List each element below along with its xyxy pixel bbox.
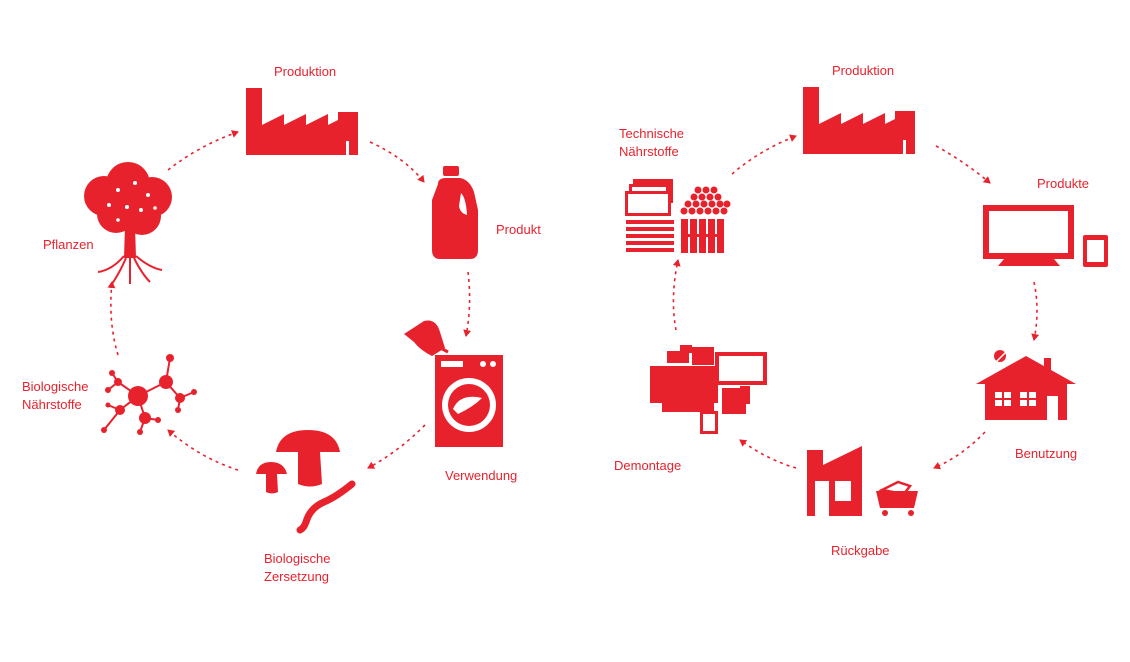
biological-cycle-arrows: [107, 130, 472, 471]
factory-icon: [803, 87, 915, 154]
arrow-produkt-to-verwendung: [463, 271, 472, 337]
arrow-pflanzen-to-produktion: [167, 130, 239, 171]
arrow-zersetzung-to-naehrstoffe: [167, 429, 239, 471]
label-produkt: Produkt: [496, 222, 541, 237]
factory-icon: [246, 88, 358, 155]
molecule-icon: [101, 354, 197, 435]
arrow-produkte-to-benutzung: [1031, 281, 1040, 341]
label-bio-naehrstoffe-line2: Nährstoffe: [22, 397, 82, 412]
label-tech-naehrstoffe-line1: Technische: [619, 126, 685, 141]
label-verwendung: Verwendung: [445, 468, 518, 483]
detergent-bottle-icon: [432, 166, 478, 259]
label-bio-naehrstoffe-line1: Biologische: [22, 379, 89, 394]
factory-cart-icon: [807, 446, 918, 516]
label-tech-naehrstoffe-line2: Nährstoffe: [619, 144, 679, 159]
arrow-naehrstoffe-to-pflanzen: [107, 281, 119, 356]
screens-pile-icon: [650, 345, 767, 434]
label-demontage: Demontage: [614, 458, 682, 473]
arrow-produktion-to-produkt: [369, 141, 425, 183]
arrow-verwendung-to-zersetzung: [367, 424, 426, 469]
arrow-produktion-to-produkte: [935, 145, 991, 184]
materials-icon: [625, 179, 731, 253]
label-biologische-zersetzung: Biologische Zersetzung: [264, 550, 331, 586]
arrow-benutzung-to-rueckgabe: [933, 431, 986, 470]
label-benutzung: Benutzung: [1015, 446, 1078, 461]
label-pflanzen: Pflanzen: [43, 237, 94, 252]
label-technische-naehrstoffe: Technische Nährstoffe: [619, 125, 684, 161]
washing-machine-icon: [404, 320, 503, 447]
label-zersetzung-line1: Biologische: [264, 551, 331, 566]
label-produktion-tech: Produktion: [832, 63, 895, 78]
arrow-rueckgabe-to-demontage: [739, 439, 797, 469]
technical-cycle-arrows: [672, 134, 1040, 470]
label-biologische-naehrstoffe: Biologische Nährstoffe: [22, 378, 89, 414]
label-zersetzung-line2: Zersetzung: [264, 569, 330, 584]
label-rueckgabe: Rückgabe: [831, 543, 890, 558]
mushrooms-worm-icon: [256, 430, 356, 534]
arrow-demontage-to-naehrstoffe: [672, 259, 681, 331]
tv-tablet-icon: [983, 205, 1108, 267]
tree-icon: [84, 162, 172, 285]
label-produkte: Produkte: [1037, 176, 1090, 191]
arrow-naehrstoffe-to-produktion: [731, 134, 797, 175]
label-produktion-bio: Produktion: [274, 64, 337, 79]
house-icon: [976, 350, 1076, 420]
